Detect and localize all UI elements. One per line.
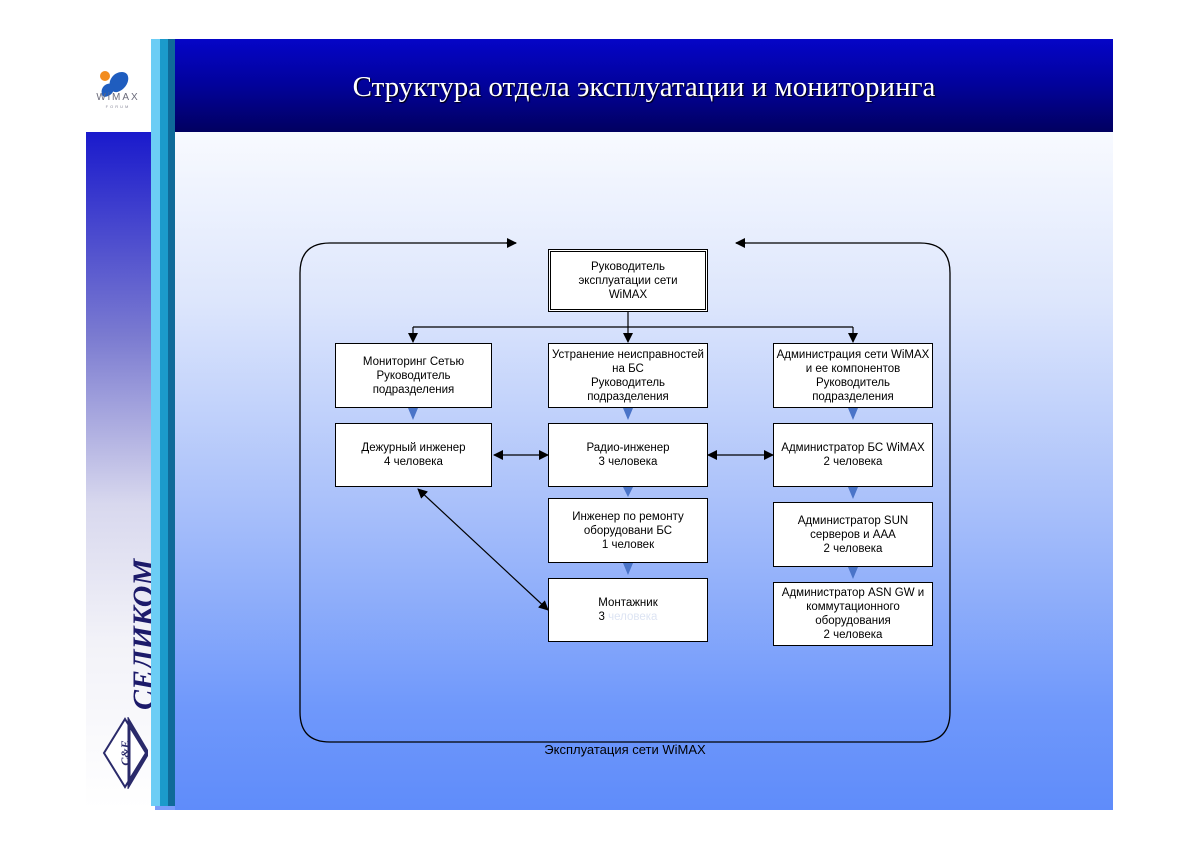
staff-count: 4 человека	[384, 456, 443, 468]
decor-stripe-dark	[168, 39, 176, 806]
blue-arrow-icon	[408, 408, 418, 420]
logo-orange-dot	[100, 71, 110, 81]
frame-label: Эксплуатация сети WiMAX	[544, 742, 706, 757]
staff-role: Радио-инженер	[586, 442, 670, 454]
dept-repair-box: Устранение неисправностей на БС Руководи…	[548, 343, 708, 408]
staff-count: 3 человека	[598, 456, 658, 468]
logo-blue-shape-2	[101, 83, 115, 97]
staff-count: 2 человека	[823, 456, 883, 468]
blue-arrow-icon	[848, 567, 858, 579]
wimax-forum-logo	[100, 71, 129, 97]
staff-count-line: 3 человека	[599, 610, 658, 624]
head-box: Руководитель эксплуатации сети WiMAX	[548, 249, 708, 312]
wimax-logo-text: WiMAX	[96, 92, 140, 103]
side-gradient-bar	[86, 132, 151, 809]
blue-arrow-icon	[848, 408, 858, 420]
blue-arrows	[408, 408, 858, 579]
blue-arrow-icon	[623, 487, 633, 497]
staff-duty-engineer-box: Дежурный инженер 4 человека	[335, 423, 492, 487]
svg-text:C&E: C&E	[118, 740, 132, 765]
staff-count: 2 человека	[823, 629, 883, 641]
decor-stripe-light	[151, 39, 160, 806]
forum-logo-text: FORUM	[105, 104, 131, 109]
dept-monitoring-box: Мониторинг Сетью Руководитель подразделе…	[335, 343, 492, 408]
staff-role: Администратор БС WiMAX	[781, 442, 925, 454]
frame-left-part	[299, 242, 951, 743]
staff-role: Администратор ASN GW и коммутационного о…	[781, 587, 925, 627]
staff-sun-admin-box: Администратор SUN серверов и AAA 2 челов…	[773, 502, 933, 567]
decor-stripe-mid	[160, 39, 168, 806]
logo-blue-shape	[109, 72, 129, 93]
slide-header: Структура отдела эксплуатации и монитори…	[175, 39, 1113, 132]
staff-role: Инженер по ремонту оборудовани БС	[572, 510, 684, 537]
blue-arrow-icon	[848, 487, 858, 499]
link-duty-installer	[417, 488, 549, 611]
staff-count: 1 человек	[601, 538, 655, 551]
staff-repair-engineer-box: Инженер по ремонту оборудовани БС 1 чело…	[548, 498, 708, 563]
dept-admin-box: Администрация сети WiMAX и ее компоненто…	[773, 343, 933, 408]
blue-arrow-icon	[623, 408, 633, 420]
blue-arrow-icon	[623, 563, 633, 575]
staff-role: Дежурный инженер	[361, 442, 466, 454]
staff-count-faint: человека	[608, 611, 658, 623]
staff-asn-admin-box: Администратор ASN GW и коммутационного о…	[773, 582, 933, 646]
staff-installer-box: Монтажник 3 человека	[548, 578, 708, 642]
staff-bs-admin-box: Администратор БС WiMAX 2 человека	[773, 423, 933, 487]
staff-radio-engineer-box: Радио-инженер 3 человека	[548, 423, 708, 487]
staff-role: Администратор SUN серверов и AAA	[797, 514, 909, 541]
ce-badge-logo: C&E	[102, 717, 148, 789]
staff-count: 2 человека	[823, 542, 883, 555]
staff-role: Монтажник	[598, 597, 658, 609]
slide-title: Структура отдела эксплуатации и монитори…	[352, 71, 936, 103]
staff-count: 3	[598, 611, 605, 623]
